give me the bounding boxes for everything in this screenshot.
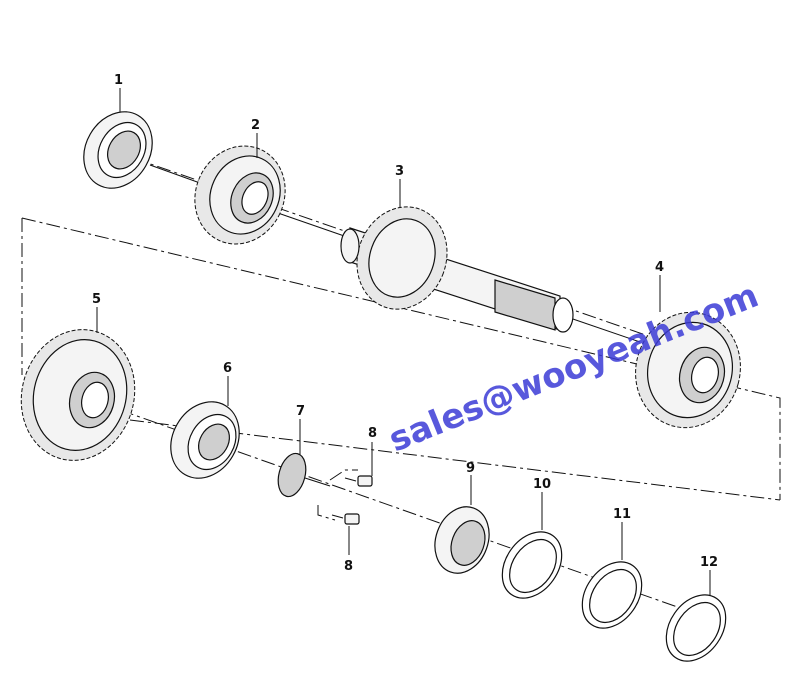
part-11-washer bbox=[581, 561, 643, 629]
part-9-seal bbox=[434, 506, 490, 574]
part-5-gear bbox=[20, 329, 136, 461]
part-6-bearing bbox=[170, 401, 240, 479]
part-7-plate bbox=[277, 452, 358, 521]
callout-11: 11 bbox=[613, 507, 631, 522]
part-8-bolt-lower bbox=[331, 513, 360, 525]
callout-4: 4 bbox=[655, 260, 664, 275]
part-2-gear bbox=[194, 145, 286, 245]
callout-9: 9 bbox=[466, 461, 475, 476]
part-8-bolt-upper bbox=[344, 475, 373, 487]
callout-1: 1 bbox=[114, 73, 123, 88]
part-12-washer bbox=[665, 594, 727, 662]
callout-2: 2 bbox=[251, 118, 260, 133]
callout-8-upper: 8 bbox=[368, 426, 377, 441]
callout-8-lower: 8 bbox=[344, 559, 353, 574]
part-1-bearing bbox=[83, 111, 153, 189]
part-10-washer bbox=[501, 531, 563, 599]
callout-5: 5 bbox=[92, 292, 101, 307]
leader-lines bbox=[96, 88, 711, 595]
callout-10: 10 bbox=[533, 477, 551, 492]
callout-7: 7 bbox=[296, 404, 305, 419]
callout-labels: 1 2 3 4 5 6 7 8 8 9 10 11 12 bbox=[92, 73, 718, 574]
callout-3: 3 bbox=[395, 164, 404, 179]
callout-12: 12 bbox=[700, 555, 718, 570]
part-4-gear bbox=[635, 311, 741, 429]
part-3-shaft bbox=[340, 206, 574, 333]
callout-6: 6 bbox=[223, 361, 232, 376]
